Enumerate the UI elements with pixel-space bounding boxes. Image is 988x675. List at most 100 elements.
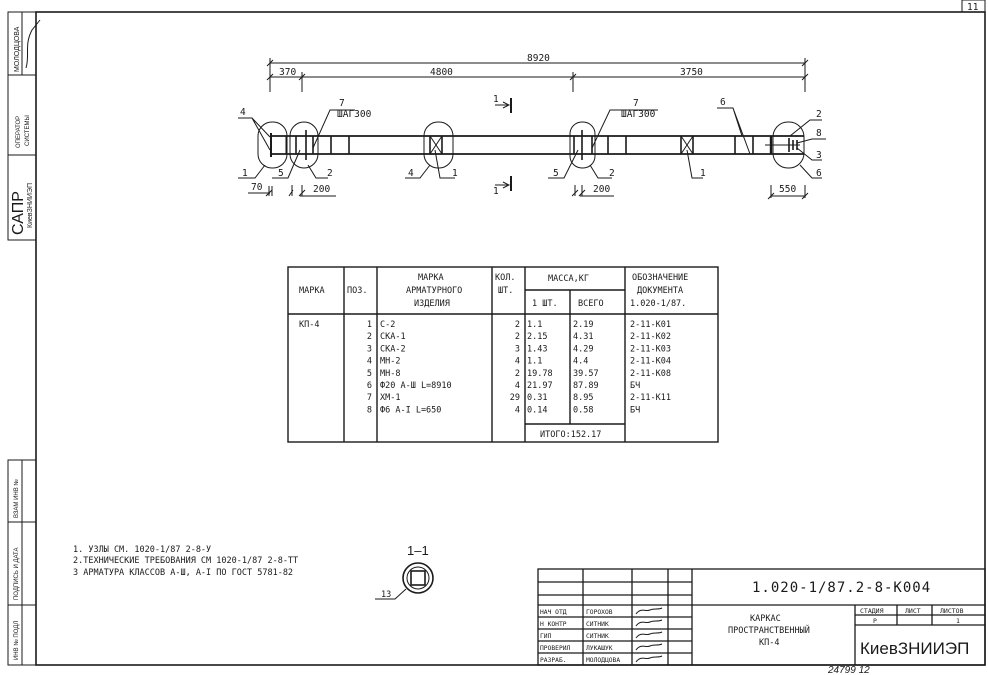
- author-stamp: МОЛОДЦОВА: [14, 26, 21, 72]
- svg-text:Р: Р: [873, 617, 877, 625]
- spec-mass-total: 4.4: [573, 357, 588, 367]
- sheet-number-box: [961, 0, 986, 13]
- svg-text:6: 6: [720, 97, 726, 108]
- svg-text:4: 4: [408, 168, 414, 179]
- signature-icon: [635, 619, 663, 627]
- sapr-label: САПР: [10, 191, 27, 235]
- spec-qty: 2: [515, 320, 520, 330]
- org-name: КиевЗНИИЭП: [860, 639, 969, 658]
- spec-pos: 4: [367, 357, 372, 367]
- signature-icon: [635, 607, 663, 615]
- spec-mass-unit: 1.43: [527, 344, 547, 354]
- spec-mass-total: 4.29: [573, 344, 593, 354]
- notes: 1. УЗЛЫ СМ. 1020-1/87 2-8-У 2.ТЕХНИЧЕСКИ…: [73, 545, 298, 578]
- signature-icon: [635, 643, 663, 651]
- spec-item: СКА-2: [380, 344, 406, 354]
- note-1: 1. УЗЛЫ СМ. 1020-1/87 2-8-У: [73, 545, 211, 555]
- svg-text:МАРКА: МАРКА: [299, 286, 325, 296]
- spec-total: ИТОГО:152.17: [540, 430, 601, 440]
- side-stamp-lower: ВЗАМ ИНВ № ПОДПИСЬ И ДАТА ИНВ № ПОДЛ: [7, 459, 37, 666]
- svg-text:200: 200: [593, 184, 610, 195]
- svg-text:1.020-1/87.: 1.020-1/87.: [630, 299, 686, 309]
- sapr-org: КиевЗНИИЭП: [27, 183, 34, 228]
- spec-pos: 6: [367, 381, 372, 391]
- spec-doc: 2-11-К02: [630, 332, 671, 342]
- svg-text:3: 3: [816, 150, 822, 161]
- spec-item: МН-2: [380, 357, 400, 367]
- spec-pos: 1: [367, 320, 372, 330]
- signer-role: Н КОНТР: [540, 621, 567, 628]
- svg-text:ЛИСТ: ЛИСТ: [905, 607, 921, 615]
- spec-doc: БЧ: [630, 381, 640, 391]
- svg-text:ШАГ300: ШАГ300: [621, 109, 656, 120]
- signer-name: СИТНИК: [586, 621, 609, 628]
- spec-mass-total: 39.57: [573, 369, 599, 379]
- svg-text:1: 1: [452, 168, 458, 179]
- signature-icon: [635, 631, 663, 639]
- spec-qty: 29: [510, 393, 520, 403]
- dim-right: 3750: [680, 67, 703, 78]
- svg-text:1: 1: [956, 617, 960, 625]
- spec-mass-unit: 19.78: [527, 369, 553, 379]
- svg-text:1: 1: [700, 168, 706, 179]
- spec-mass-total: 8.95: [573, 393, 593, 403]
- sheet-number: 11: [967, 2, 979, 13]
- note-2: 2.ТЕХНИЧЕСКИЕ ТРЕБОВАНИЯ СМ 1020-1/87 2-…: [73, 556, 298, 566]
- spec-doc: 2-11-К01: [630, 320, 671, 330]
- sheet-frame: [35, 11, 986, 666]
- operator-label-2: СИСТЕМЫ: [25, 115, 31, 146]
- signer-role: НАЧ ОТД: [540, 609, 567, 616]
- svg-text:2: 2: [609, 168, 615, 179]
- signer-name: МОЛОДЦОВА: [586, 657, 620, 664]
- svg-text:ПОЗ.: ПОЗ.: [347, 286, 367, 296]
- svg-text:ВСЕГО: ВСЕГО: [578, 299, 604, 309]
- signer-name: ГОРОХОВ: [586, 609, 613, 616]
- spec-mass-unit: 1.1: [527, 320, 542, 330]
- spec-qty: 4: [515, 381, 520, 391]
- spec-item: Ф20 А-Ш L=8910: [380, 381, 452, 391]
- section-1-1: 1–1 13: [375, 543, 434, 600]
- spec-qty: 2: [515, 369, 520, 379]
- spec-item: СКА-1: [380, 332, 406, 342]
- svg-text:2: 2: [327, 168, 333, 179]
- specification-table: МАРКА ПОЗ. МАРКА АРМАТУРНОГО ИЗДЕЛИЯ КОЛ…: [287, 266, 719, 443]
- svg-text:МАССА,КГ: МАССА,КГ: [548, 274, 589, 284]
- svg-text:1–1: 1–1: [407, 543, 429, 558]
- spec-mass-total: 87.89: [573, 381, 599, 391]
- spec-qty: 3: [515, 344, 520, 354]
- svg-text:СТАДИЯ: СТАДИЯ: [860, 607, 884, 615]
- signer-name: ЛУКАШУК: [586, 645, 613, 652]
- signer-role: ПРОВЕРИЛ: [540, 645, 571, 652]
- svg-text:1: 1: [493, 186, 499, 197]
- dimension-lines: [266, 58, 809, 92]
- side-stamp-upper: МОЛОДЦОВА ОПЕРАТОР СИСТЕМЫ САПР КиевЗНИИ…: [7, 11, 41, 241]
- svg-text:2: 2: [816, 109, 822, 120]
- operator-label: ОПЕРАТОР: [16, 116, 22, 148]
- spec-item: Ф6 А-I L=650: [380, 405, 441, 415]
- spec-pos: 7: [367, 393, 372, 403]
- svg-text:7: 7: [339, 98, 345, 109]
- svg-text:МАРКА: МАРКА: [418, 273, 444, 283]
- dim-total: 8920: [527, 53, 550, 64]
- spec-mass-unit: 0.14: [527, 405, 547, 415]
- spec-pos: 8: [367, 405, 372, 415]
- spec-mass-total: 2.19: [573, 320, 593, 330]
- svg-text:5: 5: [278, 168, 284, 179]
- archive-number: 24799 12: [827, 665, 870, 675]
- drawing-designation: 1.020-1/87.2-8-К004: [752, 580, 931, 596]
- svg-text:АРМАТУРНОГО: АРМАТУРНОГО: [406, 286, 462, 296]
- spec-qty: 4: [515, 357, 520, 367]
- spec-doc: 2-11-К08: [630, 369, 671, 379]
- podpis-label: ПОДПИСЬ И ДАТА: [14, 547, 20, 600]
- note-3: 3 АРМАТУРА КЛАССОВ А-Ш, А-I ПО ГОСТ 5781…: [73, 568, 293, 578]
- svg-text:550: 550: [779, 184, 796, 195]
- dim-mid: 4800: [430, 67, 453, 78]
- svg-text:70: 70: [251, 182, 263, 193]
- spec-marka: КП-4: [299, 320, 319, 330]
- spec-item: ХМ-1: [380, 393, 400, 403]
- spec-doc: 2-11-К04: [630, 357, 671, 367]
- spec-pos: 5: [367, 369, 372, 379]
- spec-mass-total: 4.31: [573, 332, 593, 342]
- svg-text:1: 1: [493, 94, 499, 105]
